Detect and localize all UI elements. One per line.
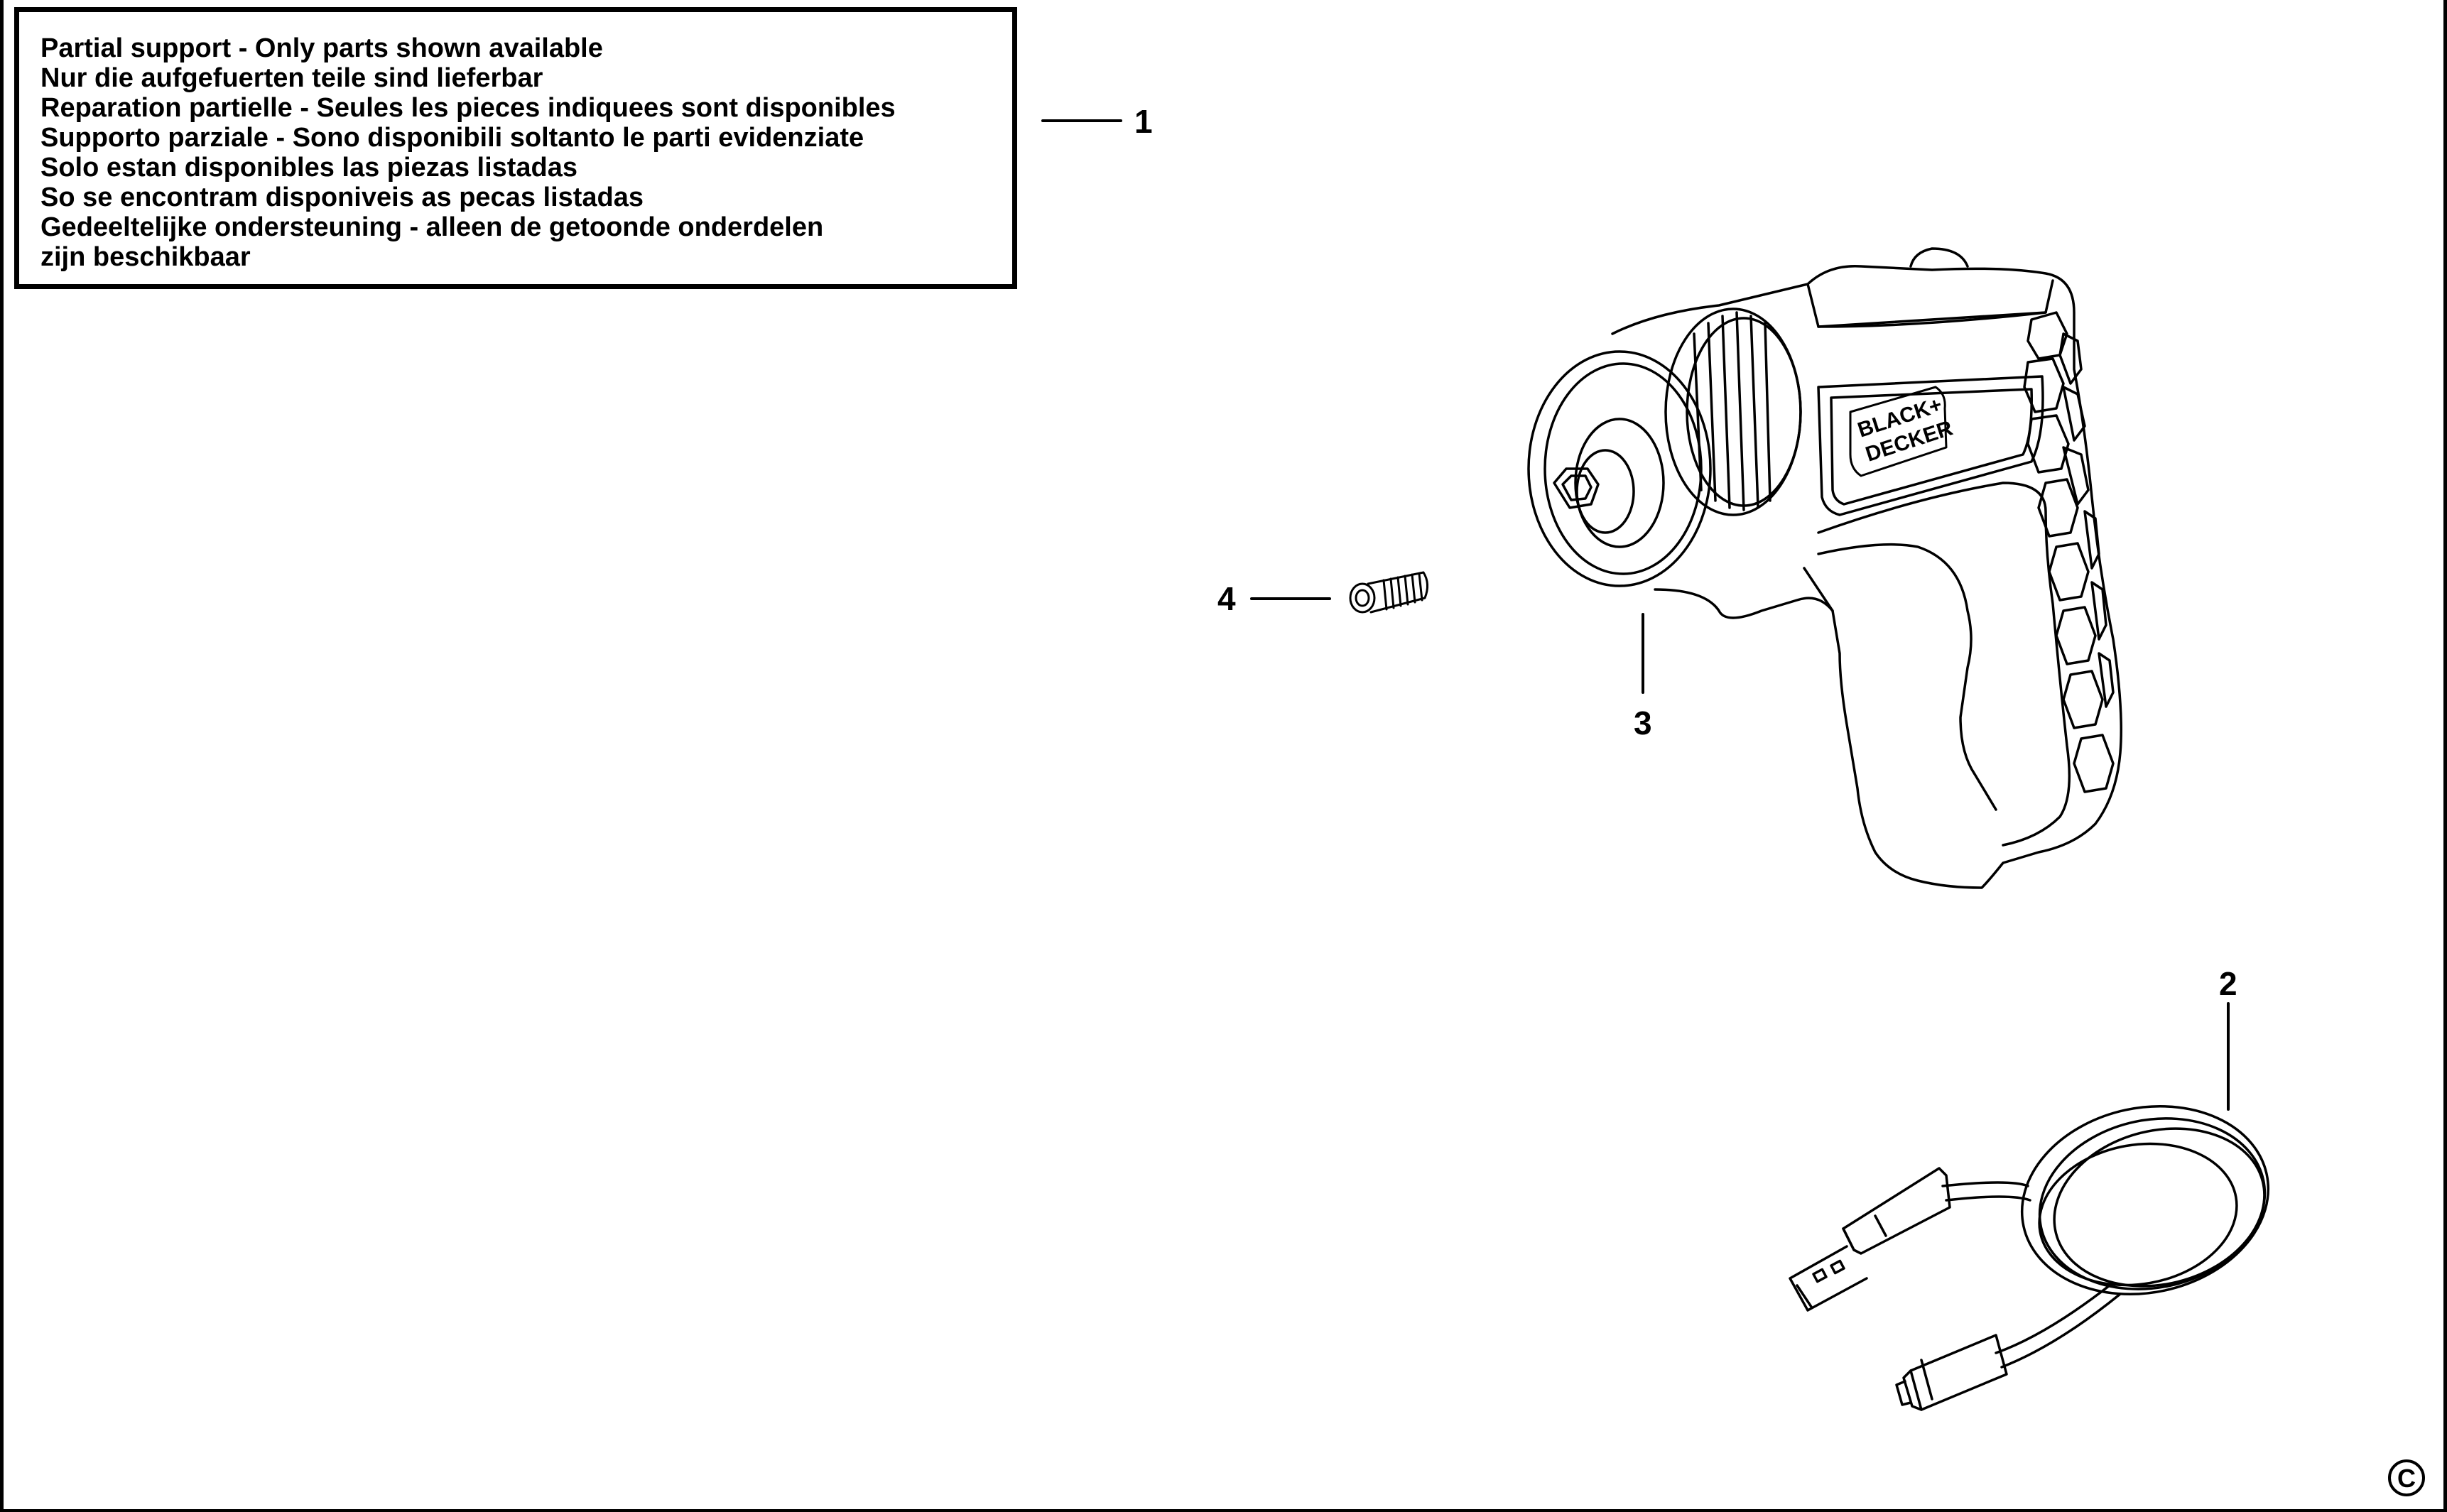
callout-4: 4 — [1217, 580, 1236, 617]
notice-line-nl: Gedeeltelijke ondersteuning - alleen de … — [40, 212, 824, 242]
notice-line-es: Solo estan disponibles las piezas listad… — [40, 153, 578, 183]
partial-support-notice: Partial support - Only parts shown avail… — [14, 7, 1017, 289]
notice-line-pt: So se encontram disponiveis as pecas lis… — [40, 183, 644, 212]
notice-line-en: Partial support - Only parts shown avail… — [40, 33, 603, 63]
callout-2: 2 — [2219, 965, 2237, 1002]
copyright-symbol: C — [2388, 1459, 2425, 1496]
notice-line-it: Supporto parziale - Sono disponibili sol… — [40, 123, 864, 153]
notice-line-nl-cont: zijn beschikbaar — [40, 242, 251, 272]
screwdriver-bit-part — [1349, 571, 1428, 614]
notice-line-de: Nur die aufgefuerten teile sind lieferba… — [40, 63, 543, 93]
screwdriver-body-part — [1527, 247, 2122, 889]
notice-line-fr: Reparation partielle - Seules les pieces… — [40, 93, 896, 123]
callout-3: 3 — [1634, 705, 1652, 741]
callout-1: 1 — [1134, 103, 1153, 140]
usb-cable-part — [1789, 1104, 2270, 1411]
